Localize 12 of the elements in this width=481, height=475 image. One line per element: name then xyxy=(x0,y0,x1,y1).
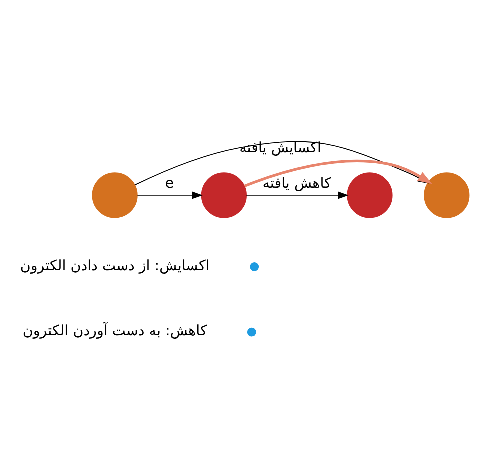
edge-label: کاهش یافته xyxy=(262,176,332,192)
label: اکسایش: از دست دادن الکترون xyxy=(20,258,210,274)
node-circle xyxy=(201,172,247,218)
node-circle xyxy=(92,172,138,218)
edge-label: اکسایش یافته xyxy=(240,140,322,156)
edge-label: e xyxy=(165,176,174,192)
node-circle xyxy=(424,172,470,218)
node-circle xyxy=(347,172,393,218)
arrow xyxy=(137,192,203,200)
arrow xyxy=(244,160,432,188)
arrow xyxy=(246,192,349,200)
label: کاهش: به دست آوردن الکترون xyxy=(22,324,208,340)
